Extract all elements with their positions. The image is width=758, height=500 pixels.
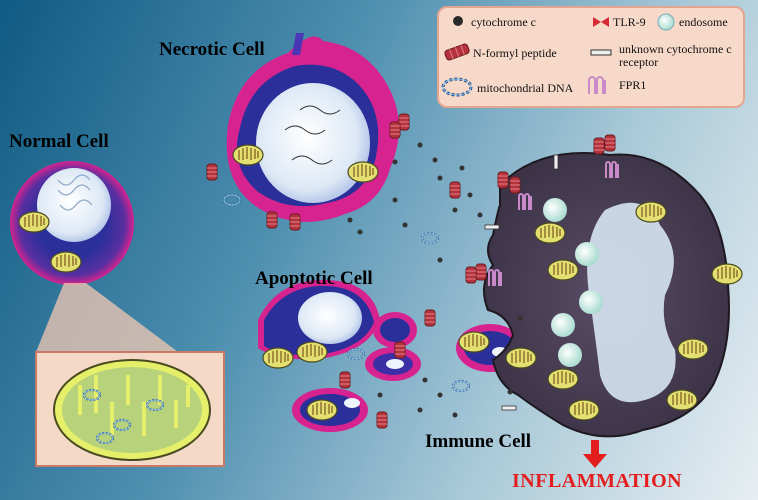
- legend: cytochrome c N-formyl peptide mitochondr…: [437, 6, 745, 108]
- tlr9-icon: [593, 17, 609, 27]
- normal-cell: [10, 161, 134, 285]
- legend-fpr1: FPR1: [619, 78, 647, 92]
- necrotic-cell: [226, 33, 399, 222]
- legend-unknown-receptor-line2: receptor: [619, 55, 659, 69]
- n-formyl-peptide-icon: [444, 43, 470, 61]
- legend-endosome: endosome: [679, 15, 728, 29]
- necrotic-cell-label: Necrotic Cell: [159, 39, 265, 60]
- cytochrome-c-icon: [453, 16, 463, 26]
- immune-cell: [465, 134, 743, 438]
- normal-cell-label: Normal Cell: [9, 131, 109, 152]
- legend-cytochrome-c: cytochrome c: [471, 15, 536, 29]
- endosome-icon: [657, 13, 675, 31]
- legend-mitochondrial-dna: mitochondrial DNA: [477, 81, 574, 95]
- legend-tlr9: TLR-9: [613, 15, 646, 29]
- unknown-receptor-icon: [590, 49, 612, 56]
- immune-cell-label: Immune Cell: [425, 431, 532, 452]
- zoom-mitochondrion: [53, 359, 211, 461]
- legend-unknown-receptor-line1: unknown cytochrome c: [619, 42, 732, 56]
- inflammation-label: INFLAMMATION: [512, 470, 683, 492]
- mitochondrial-dna-icon: [441, 77, 473, 97]
- apoptotic-cell-label: Apoptotic Cell: [255, 268, 373, 289]
- zoom-cone: [36, 283, 178, 352]
- inflammation-arrow: [583, 440, 607, 468]
- legend-n-formyl-peptide: N-formyl peptide: [473, 46, 557, 60]
- released-molecules: [206, 113, 523, 429]
- fpr1-icon: [588, 76, 606, 94]
- apoptotic-cell: [258, 279, 524, 432]
- legend-icons: [441, 13, 675, 97]
